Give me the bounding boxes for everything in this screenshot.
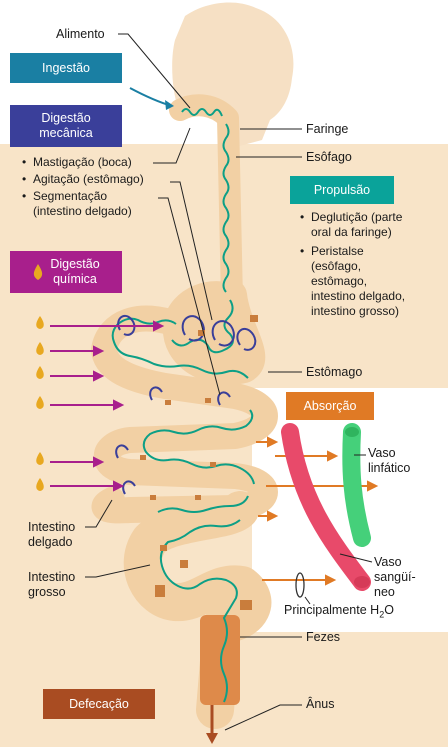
chemical-arrows xyxy=(50,320,165,492)
lymphatic-vessel xyxy=(342,423,371,547)
propulsion-item-peristalsis: Peristalse (esôfago, estômago, intestino… xyxy=(300,244,405,319)
mechanical-item-segmentation: Segmentação (intestino delgado) xyxy=(22,189,144,219)
mechanical-digestion-list: Mastigação (boca) Agitação (estômago) Se… xyxy=(22,155,144,219)
label-stomach: Estômago xyxy=(306,365,363,379)
mixing-arrows xyxy=(115,314,257,495)
water-text-subscript: 2 xyxy=(379,609,385,620)
stage-box-propulsion: Propulsão xyxy=(290,176,394,204)
propulsion-list: Deglutição (parte oral da faringe) Peris… xyxy=(300,210,405,319)
enzyme-droplet-icon xyxy=(33,264,43,280)
stage-box-defecation: Defecação xyxy=(43,689,155,719)
head-silhouette xyxy=(172,2,294,148)
label-food: Alimento xyxy=(56,27,105,41)
label-small-intestine: Intestino delgado xyxy=(28,520,76,549)
water-text-prefix: Principalmente H xyxy=(284,603,380,617)
stage-box-mechanical: Digestão mecânica xyxy=(10,105,122,147)
lymphatic-vessel-end xyxy=(345,427,359,437)
blood-vessel xyxy=(281,423,371,591)
propulsion-item-swallowing: Deglutição (parte oral da faringe) xyxy=(300,210,405,240)
digestive-tract xyxy=(91,94,278,729)
large-intestine-tube xyxy=(123,491,272,729)
stage-box-ingestion: Ingestão xyxy=(10,53,122,83)
label-blood-vessel: Vaso sangüí- neo xyxy=(374,555,416,599)
peristalsis-line xyxy=(111,108,255,703)
label-feces: Fezes xyxy=(306,630,341,644)
esophagus-tube xyxy=(169,94,243,311)
food-particles xyxy=(140,315,258,610)
mechanical-item-chewing: Mastigação (boca) xyxy=(22,155,144,170)
label-anus: Ânus xyxy=(306,697,335,711)
label-pharynx: Faringe xyxy=(306,122,349,136)
blood-vessel-end xyxy=(354,576,370,588)
mechanical-item-churning: Agitação (estômago) xyxy=(22,172,144,187)
ingestion-arrowhead xyxy=(165,100,174,110)
label-large-intestine: Intestino grosso xyxy=(28,570,76,599)
enzyme-droplets xyxy=(34,268,44,491)
label-esophagus: Esôfago xyxy=(306,150,352,164)
water-text-suffix: O xyxy=(384,603,394,617)
label-mainly-water: Principalmente H2O xyxy=(284,603,394,623)
anus-arrowhead xyxy=(206,733,218,744)
stage-box-chemical: Digestão química xyxy=(10,251,122,293)
water-ring xyxy=(295,572,305,598)
label-lymphatic-vessel: Vaso linfático xyxy=(368,446,411,475)
leader-lines xyxy=(85,33,373,731)
stage-box-absorption: Absorção xyxy=(286,392,374,420)
